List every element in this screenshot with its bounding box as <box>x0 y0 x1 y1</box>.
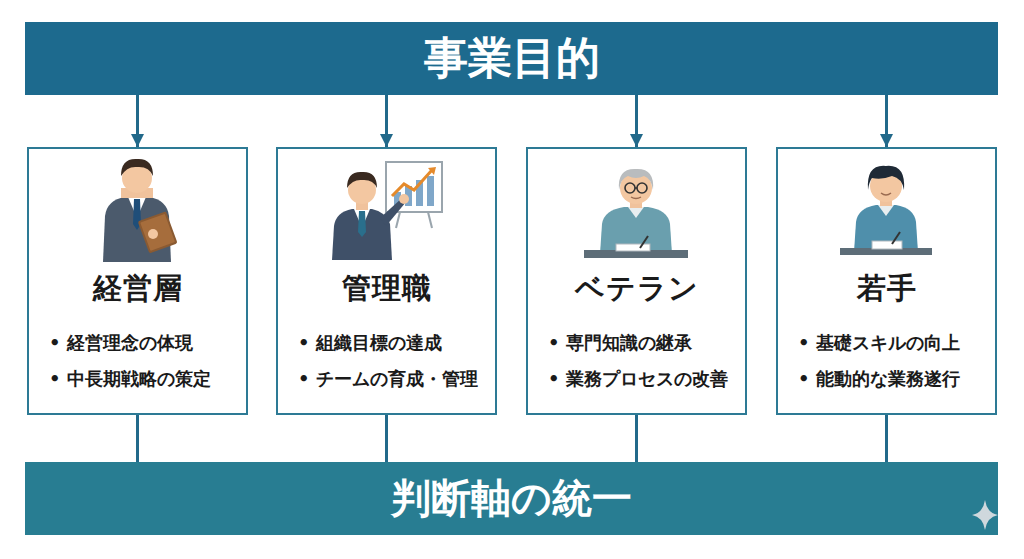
bullet-item: • 専門知識の継承 <box>548 331 737 355</box>
node-title: 若手 <box>786 269 987 309</box>
bullet-item: • 経営理念の体現 <box>49 331 238 355</box>
role-box: 管理職 • 組織目標の達成 • チームの育成・管理 <box>276 147 497 415</box>
bullet-item: • 能動的な業務遂行 <box>798 367 987 391</box>
role-box: ベテラン • 専門知識の継承 • 業務プロセスの改善 <box>526 147 747 415</box>
connector-line <box>885 415 888 462</box>
bullet-item: • 中長期戦略の策定 <box>49 367 238 391</box>
bullet-item: • 組織目標の達成 <box>298 331 487 355</box>
role-box: 若手 • 基礎スキルの向上 • 能動的な業務遂行 <box>776 147 997 415</box>
flow-arrow <box>136 95 139 147</box>
connector-line <box>136 415 139 462</box>
node-title: 経営層 <box>37 269 238 309</box>
node-title: ベテラン <box>536 269 737 309</box>
connector-line <box>635 415 638 462</box>
node-title: 事業目的 <box>424 29 600 88</box>
bullet-item: • 基礎スキルの向上 <box>798 331 987 355</box>
flow-arrow <box>385 95 388 147</box>
node-title: 管理職 <box>286 269 487 309</box>
flow-arrow <box>635 95 638 147</box>
role-box: 経営層 • 経営理念の体現 • 中長期戦略の策定 <box>27 147 248 415</box>
purpose-band: 事業目的 <box>25 22 998 95</box>
node-title: 判断軸の統一 <box>391 471 632 526</box>
bullet-item: • 業務プロセスの改善 <box>548 367 737 391</box>
connector-line <box>385 415 388 462</box>
flow-arrow <box>885 95 888 147</box>
bullet-item: • チームの育成・管理 <box>298 367 487 391</box>
axis-band: 判断軸の統一 <box>25 462 998 535</box>
